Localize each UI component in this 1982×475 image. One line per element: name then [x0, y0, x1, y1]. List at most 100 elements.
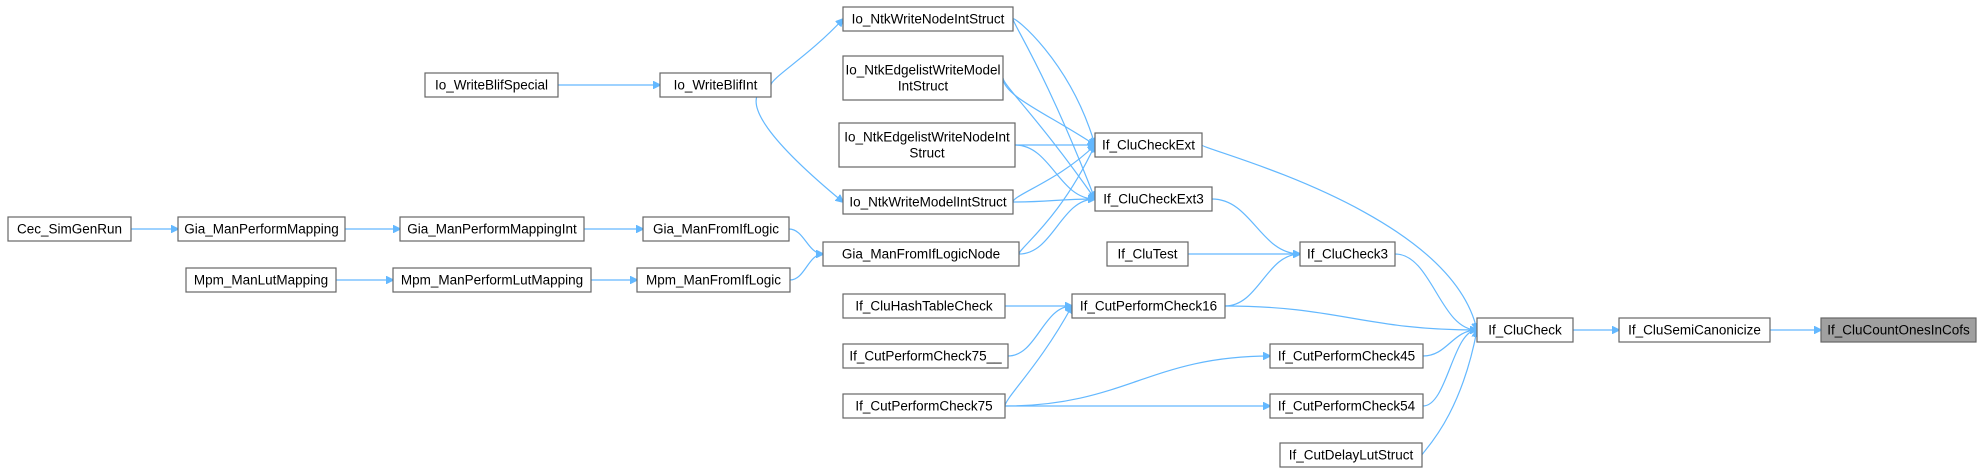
node-label: If_CluCheckExt3 [1103, 192, 1204, 207]
edge-nwnode-to-ext [1012, 18, 1095, 145]
node-box[interactable] [659, 72, 772, 98]
node-box[interactable] [842, 393, 1006, 419]
node-cec[interactable]: Cec_SimGenRun [7, 216, 132, 242]
node-pc75[interactable]: If_CutPerformCheck75 [842, 393, 1006, 419]
node-box[interactable] [1094, 186, 1213, 212]
edge-edgemod-to-ext3 [1002, 77, 1095, 199]
node-pc54[interactable]: If_CutPerformCheck54 [1269, 393, 1424, 419]
node-mpmfrom[interactable]: Mpm_ManFromIfLogic [636, 267, 791, 293]
node-blifint[interactable]: Io_WriteBlifInt [659, 72, 772, 98]
node-label: Mpm_ManLutMapping [194, 273, 328, 288]
node-label: Mpm_ManFromIfLogic [646, 273, 781, 288]
edge-edgenode-to-ext3 [1014, 144, 1095, 199]
node-giapm[interactable]: Gia_ManPerformMapping [177, 216, 346, 242]
node-label: Gia_ManPerformMappingInt [407, 222, 577, 237]
edge-pc75u-to-pc16 [1007, 306, 1072, 357]
node-ext[interactable]: If_CluCheckExt [1094, 132, 1203, 158]
node-box[interactable] [1618, 317, 1771, 343]
node-box[interactable] [424, 72, 559, 98]
node-box[interactable] [1820, 317, 1977, 343]
node-box[interactable] [392, 267, 592, 293]
node-label: Io_NtkEdgelistWriteNodeInt [844, 130, 1010, 145]
node-box[interactable] [177, 216, 346, 242]
node-label: Io_WriteBlifInt [674, 78, 758, 93]
node-mpmlm[interactable]: Mpm_ManLutMapping [185, 267, 337, 293]
node-pc16[interactable]: If_CutPerformCheck16 [1071, 293, 1226, 319]
node-root[interactable]: If_CluCountOnesInCofs [1820, 317, 1977, 343]
edge-nwmodel-to-ext [1012, 145, 1095, 203]
edges-layer [130, 18, 1821, 456]
node-label: Io_NtkWriteNodeIntStruct [852, 12, 1005, 27]
edge-gianode-to-ext3 [1018, 199, 1095, 255]
node-box[interactable] [822, 241, 1020, 267]
node-nwmodel[interactable]: Io_NtkWriteModelIntStruct [842, 189, 1014, 215]
edge-blifint-to-nwnode [770, 19, 843, 86]
node-blifsp[interactable]: Io_WriteBlifSpecial [424, 72, 559, 98]
node-box[interactable] [842, 293, 1006, 319]
edge-nwnode-to-ext3 [1012, 18, 1095, 199]
node-box[interactable] [1094, 132, 1203, 158]
edge-edgemod-to-ext [1002, 77, 1095, 145]
node-pc45[interactable]: If_CutPerformCheck45 [1269, 343, 1424, 369]
edge-pc16-to-check3 [1224, 254, 1300, 307]
edge-pc75-to-pc16 [1004, 306, 1072, 407]
node-box[interactable] [842, 189, 1014, 215]
node-box[interactable] [1476, 317, 1574, 343]
node-mpmplm[interactable]: Mpm_ManPerformLutMapping [392, 267, 592, 293]
node-label: If_CutPerformCheck75__ [849, 349, 1002, 364]
node-box[interactable] [1269, 393, 1424, 419]
node-box[interactable] [838, 122, 1016, 168]
node-label: If_CluTest [1117, 247, 1177, 262]
node-giapmi[interactable]: Gia_ManPerformMappingInt [399, 216, 585, 242]
node-box[interactable] [7, 216, 132, 242]
edge-check3-to-check [1394, 253, 1477, 330]
edge-ext-to-check [1201, 144, 1477, 330]
node-label: Struct [909, 146, 945, 161]
node-box[interactable] [1279, 442, 1423, 468]
node-giafrom[interactable]: Gia_ManFromIfLogic [642, 216, 790, 242]
node-label: Io_NtkEdgelistWriteModel [845, 63, 1000, 78]
edge-nwmodel-to-ext3 [1012, 199, 1095, 202]
edge-blifint-to-nwmodel [755, 84, 843, 202]
node-box[interactable] [185, 267, 337, 293]
nodes-layer: If_CluCountOnesInCofs If_CluSemiCanoniciz… [7, 6, 1977, 468]
node-label: Gia_ManFromIfLogicNode [842, 247, 1000, 262]
node-ext3[interactable]: If_CluCheckExt3 [1094, 186, 1213, 212]
node-hash[interactable]: If_CluHashTableCheck [842, 293, 1006, 319]
edge-delay-to-check [1421, 330, 1477, 456]
edge-ext3-to-check3 [1211, 198, 1300, 254]
edge-pc75-to-pc45 [1004, 356, 1270, 407]
edge-pc54-to-check [1422, 330, 1477, 407]
node-box[interactable] [1299, 241, 1396, 267]
node-box[interactable] [399, 216, 585, 242]
node-label: If_CluSemiCanonicize [1628, 323, 1761, 338]
node-delay[interactable]: If_CutDelayLutStruct [1279, 442, 1423, 468]
node-label: If_CutPerformCheck16 [1080, 299, 1217, 314]
node-label: Mpm_ManPerformLutMapping [401, 273, 583, 288]
node-semi[interactable]: If_CluSemiCanonicize [1618, 317, 1771, 343]
node-box[interactable] [636, 267, 791, 293]
node-label: Gia_ManFromIfLogic [653, 222, 779, 237]
node-box[interactable] [1106, 241, 1189, 267]
node-box[interactable] [1071, 293, 1226, 319]
node-box[interactable] [1269, 343, 1424, 369]
node-clutest[interactable]: If_CluTest [1106, 241, 1189, 267]
edge-giafrom-to-gianode [788, 228, 823, 254]
node-check3[interactable]: If_CluCheck3 [1299, 241, 1396, 267]
node-box[interactable] [842, 343, 1009, 369]
node-check[interactable]: If_CluCheck [1476, 317, 1574, 343]
node-label: Io_WriteBlifSpecial [435, 78, 548, 93]
node-label: Io_NtkWriteModelIntStruct [849, 195, 1007, 210]
node-box[interactable] [842, 6, 1014, 32]
node-label: If_CutPerformCheck54 [1278, 399, 1416, 414]
node-gianode[interactable]: Gia_ManFromIfLogicNode [822, 241, 1020, 267]
node-label: If_CutPerformCheck45 [1278, 349, 1415, 364]
node-box[interactable] [842, 55, 1004, 101]
node-box[interactable] [642, 216, 790, 242]
node-label: If_CluCheck3 [1307, 247, 1388, 262]
node-pc75u[interactable]: If_CutPerformCheck75__ [842, 343, 1009, 369]
node-nwnode[interactable]: Io_NtkWriteNodeIntStruct [842, 6, 1014, 32]
